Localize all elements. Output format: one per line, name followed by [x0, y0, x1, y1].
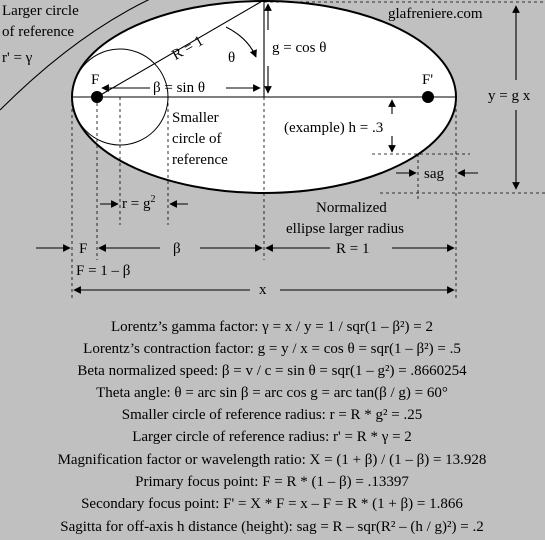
formula-list: Lorentz’s gamma factor: γ = x / y = 1 / … — [58, 319, 487, 535]
beta-sin-label: β = sin θ — [153, 80, 205, 96]
y-gx-label: y = g x — [488, 88, 531, 104]
smaller-circle-label-3: reference — [172, 152, 228, 168]
sag-label: sag — [424, 166, 444, 182]
normalized-label-2: ellipse larger radius — [286, 221, 404, 237]
dim-x-label: x — [259, 282, 267, 298]
smaller-circle-label-1: Smaller — [172, 110, 219, 126]
theta-arc — [225, 26, 257, 58]
theta-label: θ — [228, 50, 235, 66]
formula-beta: Beta normalized speed: β = v / c = sin θ… — [77, 363, 467, 379]
formula-secondary-focus: Secondary focus point: F' = X * F = x – … — [81, 496, 463, 512]
r-g2-label: r = g2 — [122, 194, 155, 212]
g-cos-label: g = cos θ — [272, 40, 326, 56]
formula-large-radius: Larger circle of reference radius: r' = … — [132, 429, 412, 445]
larger-circle-arc — [0, 0, 150, 111]
formula-theta: Theta angle: θ = arc sin β = arc cos g =… — [96, 385, 448, 401]
focus-F-prime-dot — [422, 91, 434, 103]
dim-F-label: F — [79, 241, 87, 257]
formula-magnification: Magnification factor or wavelength ratio… — [58, 452, 487, 468]
focus-F-prime-label: F' — [422, 72, 433, 88]
larger-circle-label-2: of reference — [2, 24, 74, 40]
dim-R-label: R = 1 — [336, 241, 369, 257]
F-formula-label: F = 1 – β — [76, 263, 130, 279]
formula-sagitta: Sagitta for off-axis h distance (height)… — [60, 519, 483, 535]
formula-primary-focus: Primary focus point: F = R * (1 – β) = .… — [135, 474, 409, 490]
formula-contraction: Lorentz’s contraction factor: g = y / x … — [83, 341, 461, 357]
site-label: glafreniere.com — [388, 6, 483, 22]
larger-circle-label-1: Larger circle — [2, 3, 79, 19]
dim-beta-label: β — [173, 241, 181, 257]
example-h-label: (example) h = .3 — [284, 120, 383, 136]
formula-small-radius: Smaller circle of reference radius: r = … — [122, 407, 422, 423]
normalized-label-1: Normalized — [316, 200, 387, 216]
smaller-circle-label-2: circle of — [172, 131, 222, 147]
radius-line — [96, 0, 265, 98]
formula-gamma: Lorentz’s gamma factor: γ = x / y = 1 / … — [111, 319, 433, 335]
focus-F-label: F — [91, 72, 99, 88]
r-prime-label: r' = γ — [2, 50, 33, 66]
